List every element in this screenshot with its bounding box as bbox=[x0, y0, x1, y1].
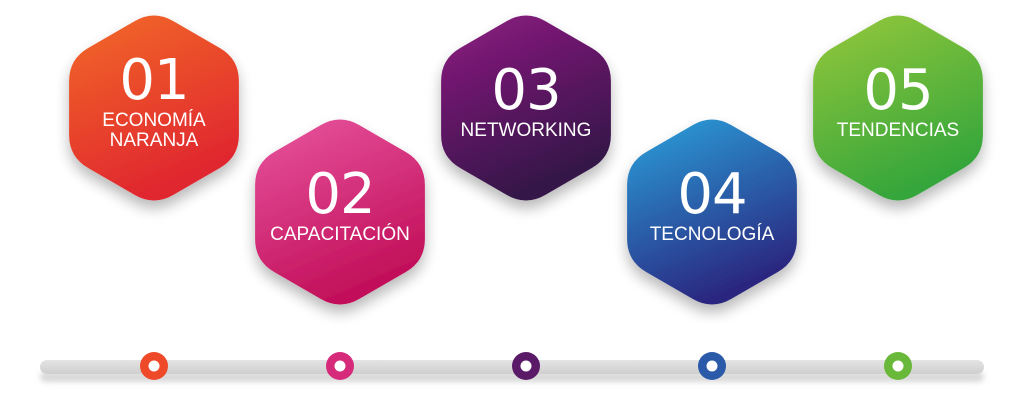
hexagon-step-03 bbox=[441, 15, 611, 201]
hexagon-step-04 bbox=[627, 119, 797, 305]
timeline-dot-01 bbox=[140, 352, 168, 380]
timeline-dot-05 bbox=[884, 352, 912, 380]
timeline-bar bbox=[40, 360, 984, 382]
timeline-dot-02 bbox=[326, 352, 354, 380]
timeline-dot-04 bbox=[698, 352, 726, 380]
timeline-dot-03 bbox=[512, 352, 540, 380]
hexagon-step-01 bbox=[69, 15, 239, 201]
hexagon-step-05 bbox=[813, 15, 983, 201]
hexagon-step-02 bbox=[255, 119, 425, 305]
